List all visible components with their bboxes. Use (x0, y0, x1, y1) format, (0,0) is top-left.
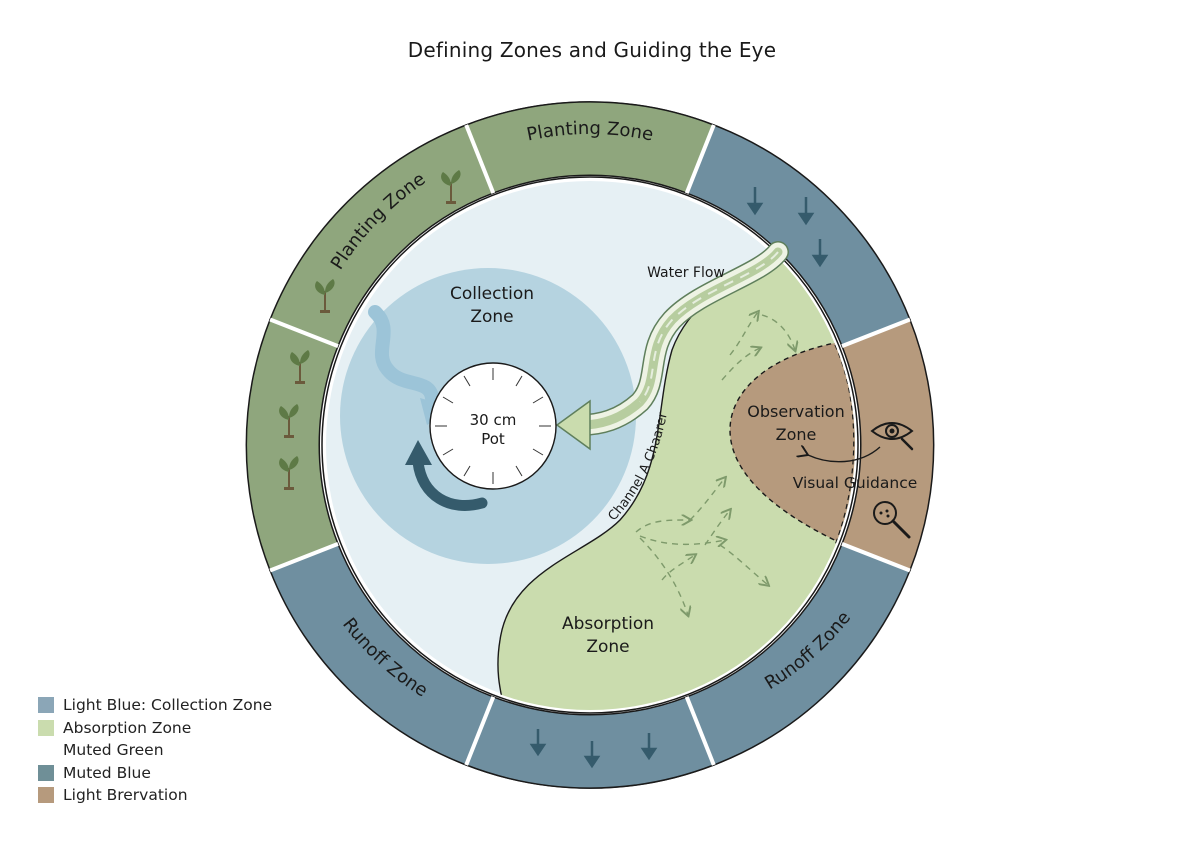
eye-icon (870, 422, 914, 451)
legend-label-absorption: Absorption Zone (63, 718, 192, 737)
sprout-icon (315, 279, 335, 313)
pot-label-line2: Pot (481, 430, 505, 448)
collection-zone-label-line2: Zone (470, 307, 513, 327)
legend-swatch-collection (38, 697, 54, 714)
absorption-zone-label-line2: Zone (586, 637, 629, 657)
legend-item-observation: Light Brervation (38, 784, 272, 807)
absorption-zone-label-line1: Absorption (562, 614, 654, 634)
legend-item-collection: Light Blue: Collection Zone (38, 694, 272, 717)
legend-swatch-muted-green (38, 742, 54, 758)
pot-label-line1: 30 cm (470, 411, 517, 429)
legend-swatch-absorption (38, 719, 54, 736)
observation-zone-label-line1: Observation (747, 402, 844, 421)
legend-swatch-muted-blue (38, 764, 54, 781)
legend-item-muted-green: Muted Green (38, 739, 272, 762)
legend-item-muted-blue: Muted Blue (38, 762, 272, 785)
legend: Light Blue: Collection Zone Absorption Z… (38, 694, 272, 807)
inflow-arrow (368, 305, 439, 405)
legend-label-muted-green: Muted Green (63, 741, 164, 760)
legend-item-absorption: Absorption Zone (38, 717, 272, 740)
sprout-icon (279, 404, 299, 438)
sprout-icon (290, 350, 310, 384)
ring-dividers (269, 124, 911, 766)
magnifier-icon (873, 501, 911, 539)
runoff-arrows-bottom (529, 729, 658, 769)
page-title: Defining Zones and Guiding the Eye (407, 38, 777, 62)
sprout-icon (279, 456, 299, 490)
legend-label-muted-blue: Muted Blue (63, 763, 151, 782)
circulation-arrow-head (405, 440, 432, 465)
visual-guidance-arrow (808, 447, 881, 463)
pot (429, 362, 557, 490)
legend-label-observation: Light Brervation (63, 786, 188, 805)
legend-label-collection: Light Blue: Collection Zone (63, 696, 273, 715)
observation-boundary-inner (834, 344, 855, 546)
observation-zone (730, 342, 855, 545)
circulation-arrow (412, 456, 488, 511)
sprout-icon (441, 170, 461, 204)
legend-swatch-observation (38, 787, 54, 804)
observation-zone-label-line2: Zone (776, 425, 817, 444)
water-flow-arrow-head (555, 399, 591, 451)
visual-guidance-label: Visual Guidance (793, 474, 918, 492)
water-flow-label: Water Flow (647, 265, 725, 281)
runoff-arrows-top-right (746, 187, 829, 268)
absorption-flow-arrows (635, 312, 795, 615)
collection-zone-label-line1: Collection (450, 284, 534, 304)
